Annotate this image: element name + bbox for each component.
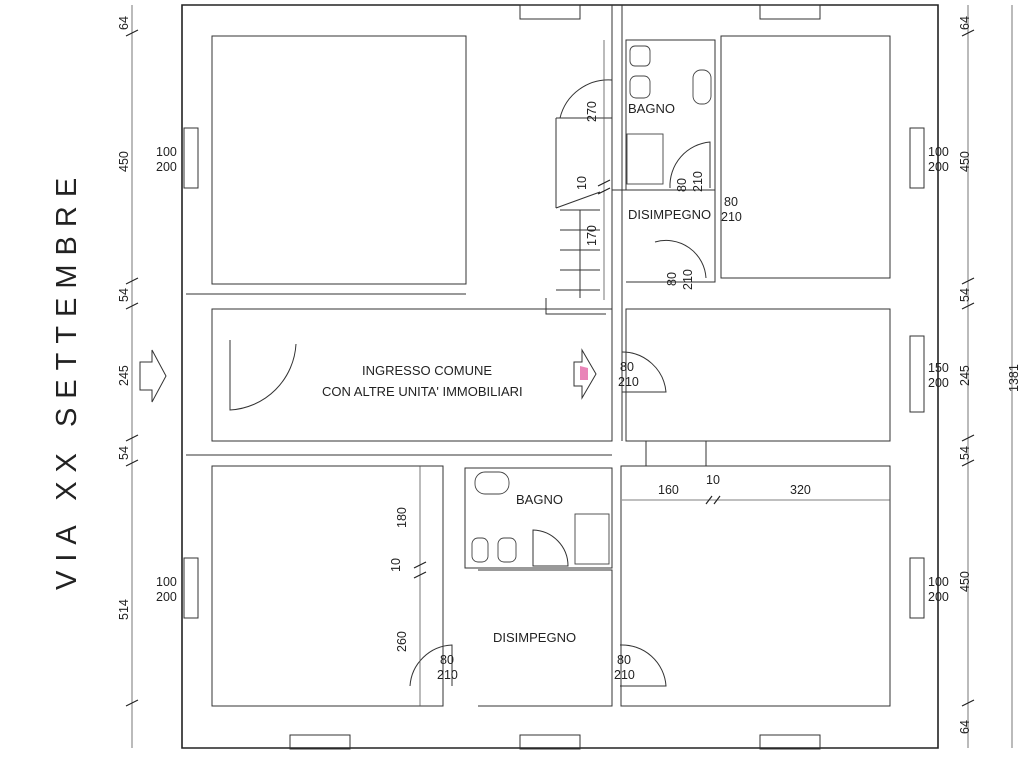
dim-left-450: 450 <box>117 151 131 172</box>
win-left-top-w: 100 <box>156 145 177 159</box>
door-bath-b-h: 210 <box>721 210 742 224</box>
dim-left-514: 514 <box>117 599 131 620</box>
dim-left-54-a: 54 <box>117 288 131 302</box>
door-bottom-left-h: 210 <box>437 668 458 682</box>
dim-right-54-b: 54 <box>958 446 972 460</box>
room-bottom-left <box>211 465 444 707</box>
room-label-entrance-2: CON ALTRE UNITA' IMMOBILIARI <box>322 384 523 399</box>
win-right-top-h: 200 <box>928 160 949 174</box>
room-middle-right <box>625 308 891 442</box>
fixtures <box>471 45 712 565</box>
dim-total-1381: 1381 <box>1007 364 1021 392</box>
dim-right-54-a: 54 <box>958 288 972 302</box>
room-bottom-right <box>620 465 891 707</box>
bathroom-bottom <box>464 467 613 569</box>
entry-arrow-inner-icon <box>573 348 597 400</box>
dim-left-64-top: 64 <box>117 16 131 30</box>
dim-mid-260: 260 <box>395 631 409 652</box>
hallway-bottom <box>478 569 613 707</box>
dim-left-54-b: 54 <box>117 446 131 460</box>
shower-top <box>626 133 664 185</box>
street-name: VIA XX SETTEMBRE <box>51 169 83 590</box>
dim-stair-170: 170 <box>585 225 599 246</box>
sink-top <box>692 69 712 105</box>
door-hall-w: 80 <box>665 272 679 286</box>
door-entrance-w: 80 <box>620 360 634 374</box>
entry-arrow-icon <box>139 349 167 403</box>
dim-right-450-top: 450 <box>958 151 972 172</box>
door-bottom-left-w: 80 <box>440 653 454 667</box>
dim-row-320: 320 <box>790 483 811 497</box>
room-top-left <box>211 35 467 285</box>
dim-mid-180: 180 <box>395 507 409 528</box>
win-left-top-h: 200 <box>156 160 177 174</box>
staircase <box>545 79 613 315</box>
entrance-arrows <box>139 348 597 403</box>
dim-right-64-bottom: 64 <box>958 720 972 734</box>
marker-highlight <box>580 366 588 380</box>
dim-right-64-top: 64 <box>958 16 972 30</box>
room-top-right <box>720 35 891 279</box>
door-entrance-h: 210 <box>618 375 639 389</box>
toilet-bottom <box>497 537 517 563</box>
outer-wall <box>181 4 939 749</box>
dim-row-10: 10 <box>706 473 720 487</box>
door-bath-b-w: 80 <box>724 195 738 209</box>
win-left-bottom-h: 200 <box>156 590 177 604</box>
dim-mid-10: 10 <box>389 558 403 572</box>
door-bottom-right-h: 210 <box>614 668 635 682</box>
dimension-lines <box>125 5 1013 748</box>
room-label-bath-top: BAGNO <box>628 101 675 116</box>
room-label-entrance-1: INGRESSO COMUNE <box>362 363 492 378</box>
dim-right-245: 245 <box>958 365 972 386</box>
door-bath-a-w: 80 <box>675 178 689 192</box>
dim-right-450-bottom: 450 <box>958 571 972 592</box>
win-right-bottom-w: 100 <box>928 575 949 589</box>
door-bottom-right-w: 80 <box>617 653 631 667</box>
dim-row-160: 160 <box>658 483 679 497</box>
room-label-hall-bottom: DISIMPEGNO <box>493 630 576 645</box>
bidet-top <box>629 75 651 99</box>
room-label-bath-bottom: BAGNO <box>516 492 563 507</box>
bidet-bottom <box>471 537 489 563</box>
hallway-top <box>612 189 716 283</box>
win-right-top-w: 100 <box>928 145 949 159</box>
sink-bottom <box>474 471 510 495</box>
door-bath-a-h: 210 <box>691 171 705 192</box>
doors <box>229 141 711 687</box>
win-left-bottom-w: 100 <box>156 575 177 589</box>
dim-stair-10: 10 <box>575 176 589 190</box>
win-right-mid-h: 200 <box>928 376 949 390</box>
win-right-mid-w: 150 <box>928 361 949 375</box>
windows <box>183 4 925 750</box>
dim-left-245: 245 <box>117 365 131 386</box>
door-hall-h: 210 <box>681 269 695 290</box>
toilet-top <box>629 45 651 67</box>
win-right-bottom-h: 200 <box>928 590 949 604</box>
dim-stair-270: 270 <box>585 101 599 122</box>
shower-bottom <box>574 513 610 565</box>
room-label-hall-top: DISIMPEGNO <box>628 207 711 222</box>
